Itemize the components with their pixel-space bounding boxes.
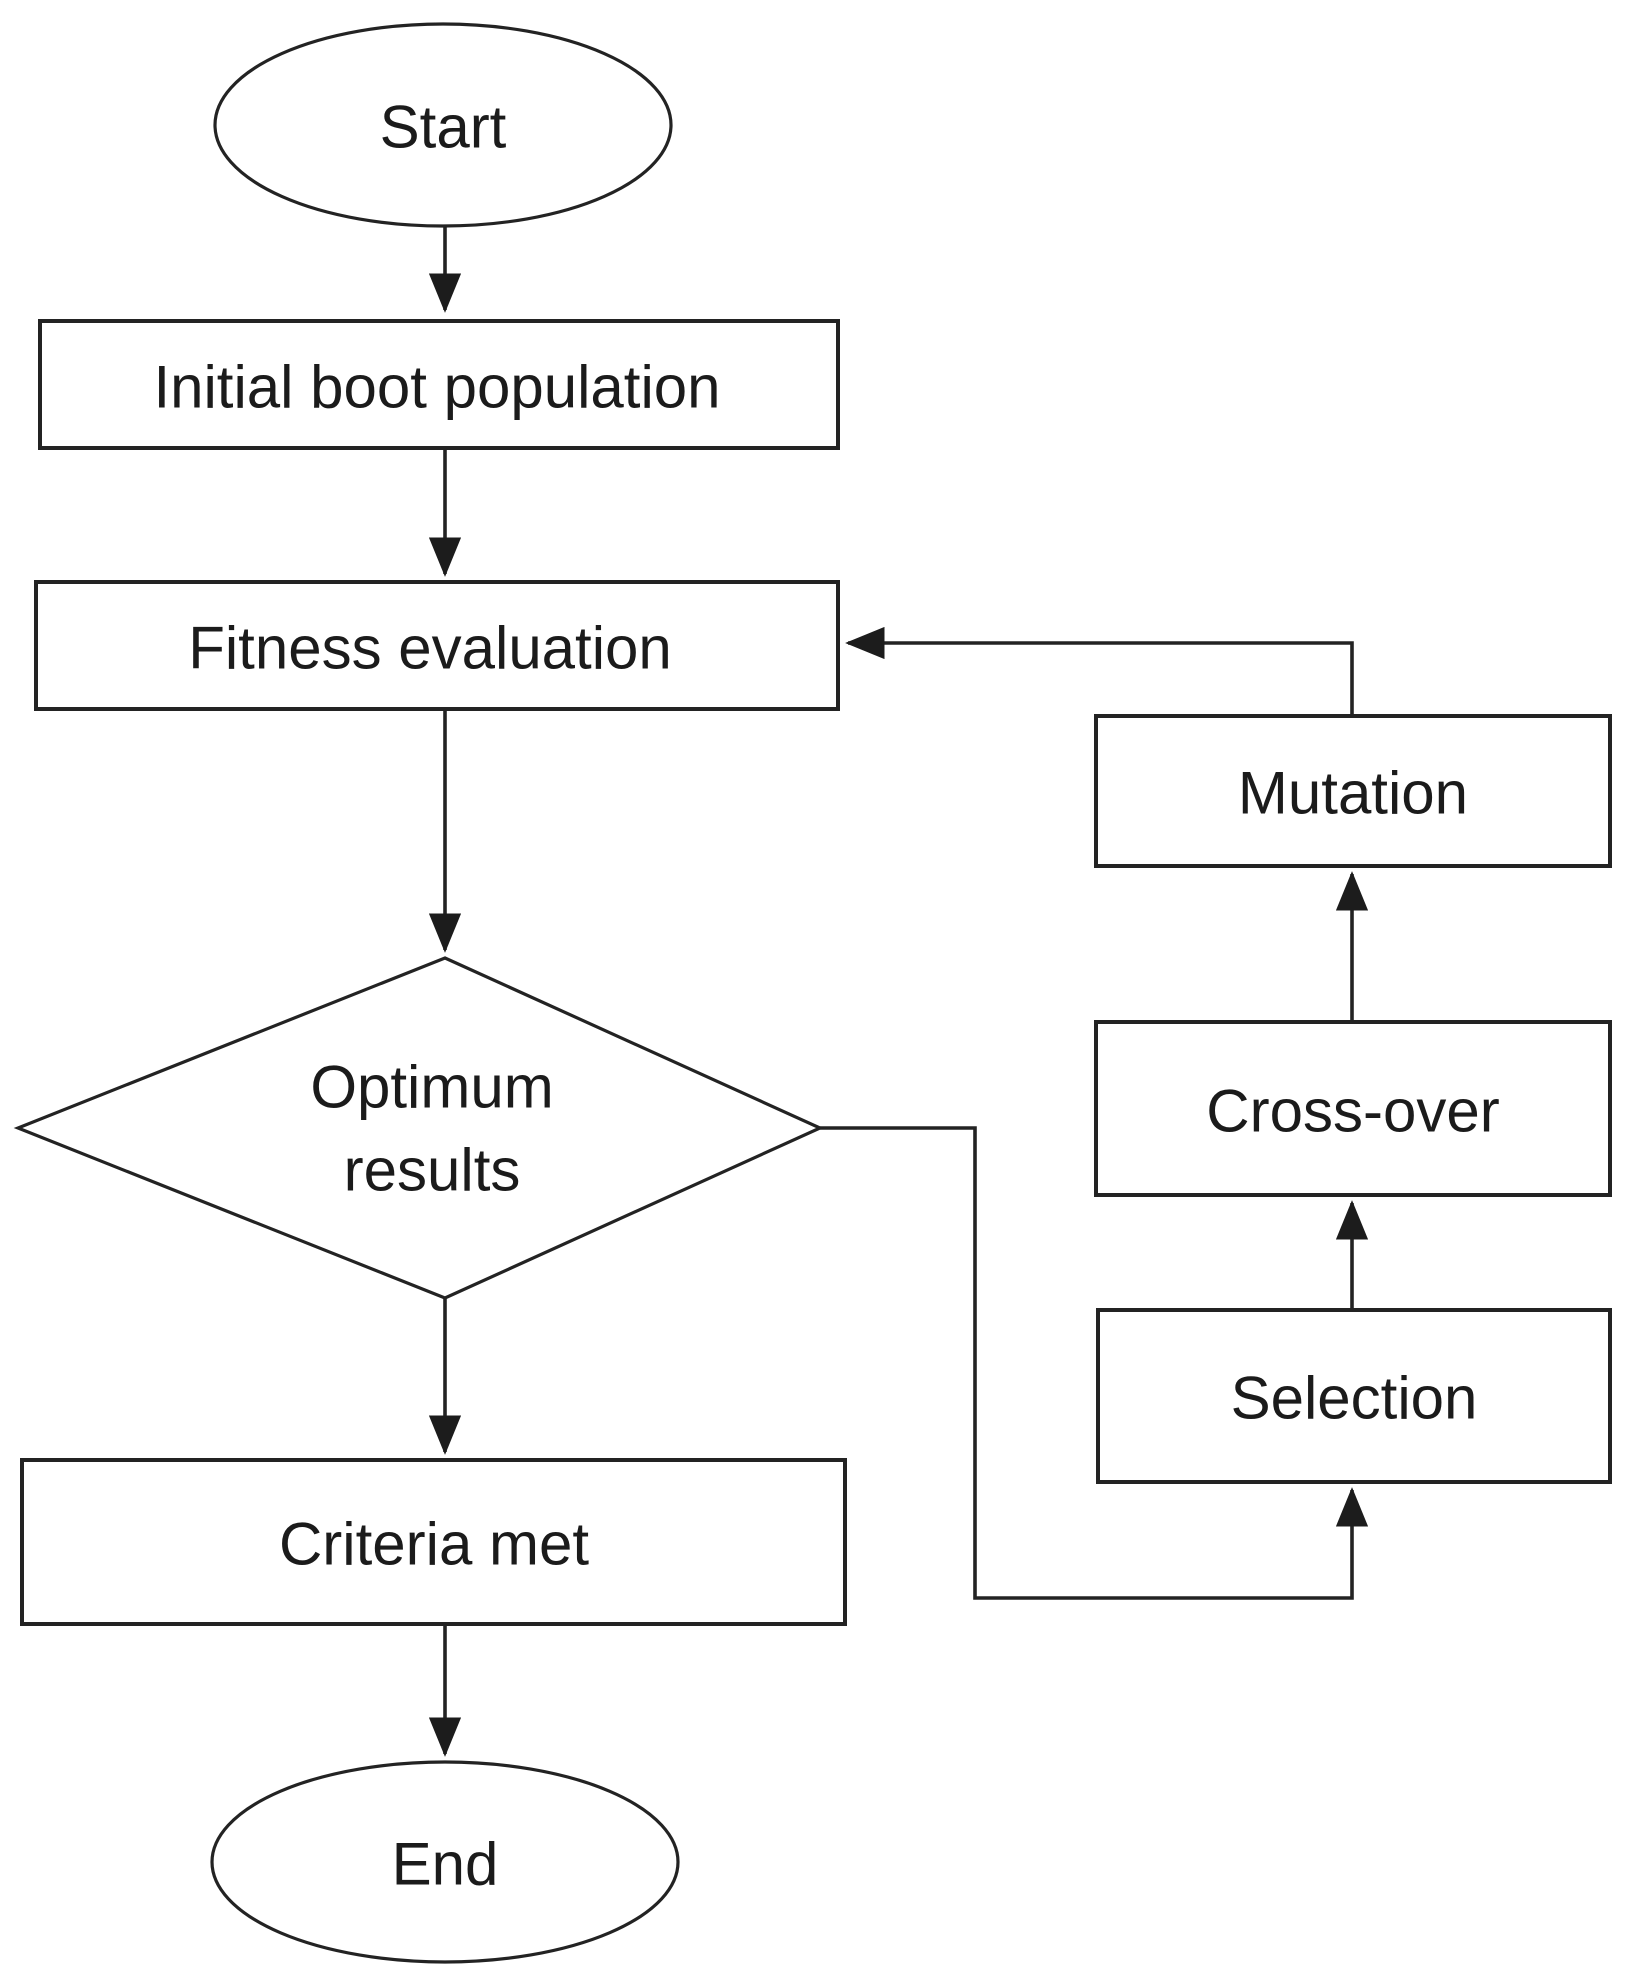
edge-mutation-to-fitness (845, 626, 1354, 716)
node-mutation-label: Mutation (1238, 760, 1468, 827)
initial-population-process-shape (38, 319, 840, 450)
node-initial-boot-population: Initial boot population (38, 319, 840, 450)
optimum-results-decision-shape (13, 956, 824, 1300)
edges (428, 226, 1369, 1757)
node-cross-over-label: Cross-over (1206, 1078, 1499, 1145)
node-start-label: Start (380, 94, 507, 161)
node-end-label: End (392, 1831, 499, 1898)
node-mutation: Mutation (1094, 714, 1612, 868)
node-criteria-met-label: Criteria met (279, 1511, 589, 1578)
selection-process-shape (1096, 1308, 1612, 1484)
cross-over-process-shape (1094, 1020, 1612, 1197)
node-optimum-results-label-line1: Optimum (310, 1054, 553, 1121)
mutation-process-shape (1094, 714, 1612, 868)
node-selection-label: Selection (1231, 1365, 1478, 1432)
fitness-evaluation-process-shape (34, 580, 840, 711)
node-optimum-results-label-line2: results (344, 1137, 521, 1204)
criteria-met-process-shape (20, 1458, 847, 1626)
node-criteria-met: Criteria met (20, 1458, 847, 1626)
node-selection: Selection (1096, 1308, 1612, 1484)
node-fitness-evaluation: Fitness evaluation (34, 580, 840, 711)
end-terminator-shape (210, 1760, 680, 1964)
start-terminator-shape (213, 22, 673, 228)
node-cross-over: Cross-over (1094, 1020, 1612, 1197)
edge-optimum-results-to-selection (820, 1126, 1369, 1600)
node-fitness-evaluation-label: Fitness evaluation (188, 615, 672, 682)
node-initial-population-label: Initial boot population (153, 354, 720, 421)
node-start: Start (213, 22, 673, 228)
node-optimum-results: Optimum results (13, 956, 824, 1300)
node-end: End (210, 1760, 680, 1964)
